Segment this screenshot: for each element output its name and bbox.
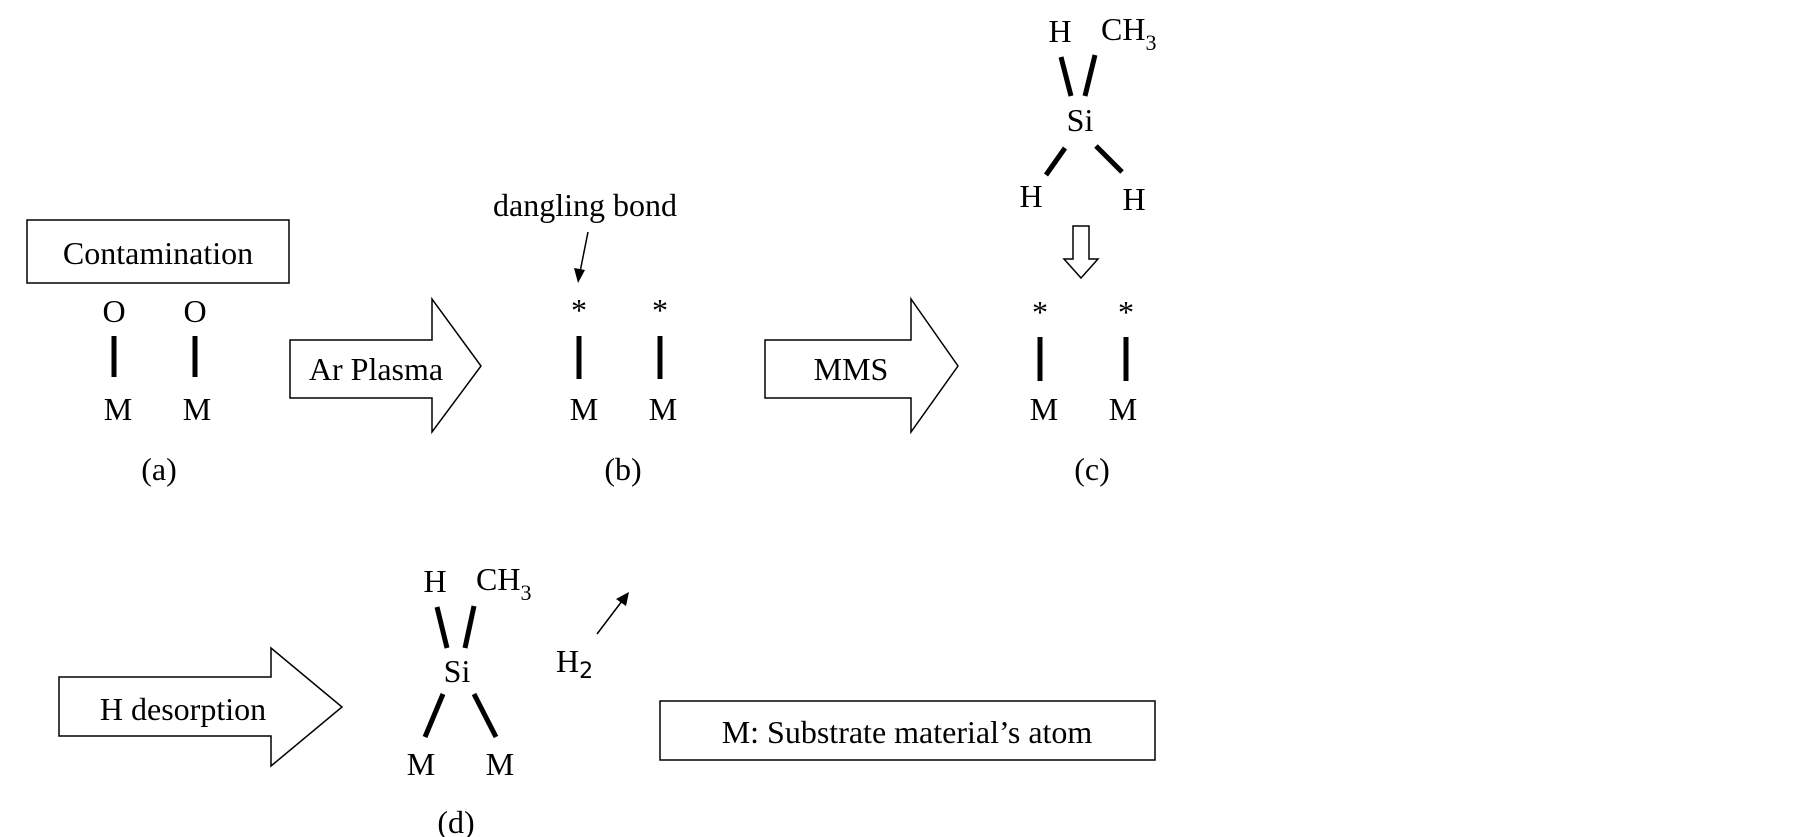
substrate-atom-a-2: M <box>183 391 211 427</box>
hydrogen-molecule: H2 <box>556 643 593 684</box>
substrate-atom-c-1: M <box>1030 391 1058 427</box>
contamination-box <box>26 219 290 284</box>
silicon-atom-d: Si <box>444 653 471 689</box>
bond-si-m-d-right <box>471 692 499 739</box>
substrate-atom-a-1: M <box>104 391 132 427</box>
bond-si-h-d <box>434 606 450 649</box>
substrate-atom-c-2: M <box>1109 391 1137 427</box>
methyl-group-c: CH3 <box>1101 11 1156 55</box>
h-desorption-label: H desorption <box>100 691 266 727</box>
bond-si-h-c-right <box>1094 144 1124 174</box>
ar-plasma-arrow <box>289 296 482 435</box>
bond-si-m-d-left <box>422 693 446 738</box>
substrate-atom-b-1: M <box>570 391 598 427</box>
h-desorption-arrow <box>58 646 344 768</box>
substrate-atom-b-2: M <box>649 391 677 427</box>
substrate-atom-d-1: M <box>407 746 435 782</box>
hydrogen-atom-c-top: H <box>1048 13 1071 49</box>
radical-star-b-2: * <box>652 292 668 328</box>
hydrogen-atom-c-right: H <box>1122 181 1145 217</box>
bond-si-h-c <box>1058 56 1074 97</box>
down-arrow <box>1062 225 1100 280</box>
dangling-bond-label: dangling bond <box>493 187 677 223</box>
radical-star-c-2: * <box>1118 294 1134 330</box>
legend-label: M: Substrate material’s atom <box>722 714 1093 750</box>
bond-si-ch3-c <box>1082 54 1098 97</box>
mms-label: MMS <box>814 351 889 387</box>
radical-star-b-1: * <box>571 292 587 328</box>
mms-arrow <box>764 296 959 435</box>
h2-release-arrow-head <box>616 592 629 606</box>
legend-box <box>659 700 1156 761</box>
panel-label-b: (b) <box>604 451 641 487</box>
bond-si-ch3-d <box>462 605 477 649</box>
radical-star-c-1: * <box>1032 294 1048 330</box>
ar-plasma-label: Ar Plasma <box>309 351 443 387</box>
panel-label-c: (c) <box>1074 451 1110 487</box>
silicon-atom-c: Si <box>1067 102 1094 138</box>
methyl-group-d: CH3 <box>476 561 531 605</box>
substrate-atom-d-2: M <box>486 746 514 782</box>
dangling-bond-pointer-head <box>574 268 585 283</box>
oxygen-atom-1: O <box>102 293 125 329</box>
bond-si-h-c-left <box>1043 146 1068 177</box>
panel-label-d: (d) <box>437 804 474 837</box>
dangling-bond-pointer <box>579 231 589 273</box>
h2-release-arrow <box>596 600 623 635</box>
hydrogen-atom-d: H <box>423 563 446 599</box>
contamination-label: Contamination <box>63 235 253 271</box>
oxygen-atom-2: O <box>183 293 206 329</box>
panel-label-a: (a) <box>141 451 177 487</box>
hydrogen-atom-c-left: H <box>1019 178 1042 214</box>
